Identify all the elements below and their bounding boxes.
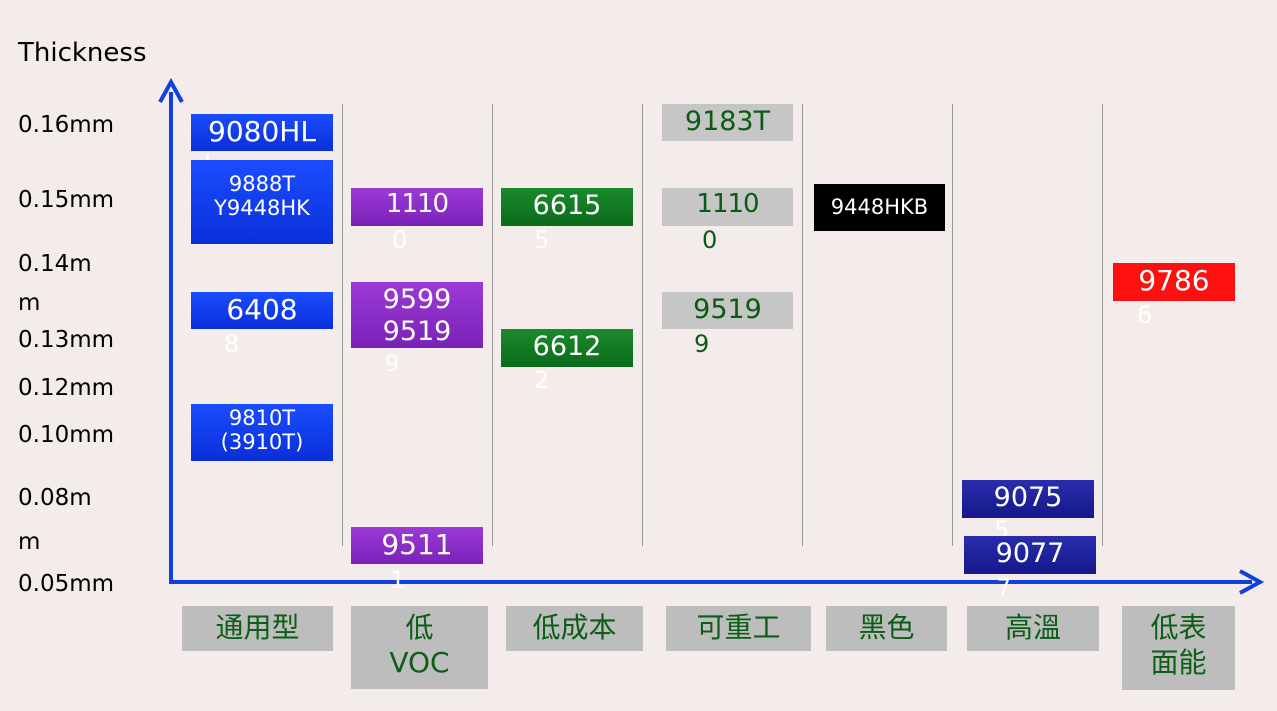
product-box: 1110 [351, 188, 483, 226]
column-divider [1102, 104, 1103, 546]
y-label: 0.16mm [18, 112, 115, 138]
category-label: 黑色 [826, 606, 947, 651]
product-box: 6408 [191, 292, 333, 329]
category-label: 通用型 [182, 606, 333, 651]
product-box: 9786 [1113, 263, 1235, 301]
product-box: 9599 9519 [351, 282, 483, 348]
product-box-overflow: 7 [996, 574, 1012, 602]
product-box-overflow: 6 [1137, 301, 1153, 329]
product-box-overflow: 5 [534, 226, 550, 254]
product-box: 6612 [501, 329, 633, 367]
column-divider [342, 104, 343, 546]
product-box-overflow: 0 [702, 226, 718, 254]
product-box-overflow: 9 [385, 352, 399, 377]
product-box: 9519 [662, 292, 793, 329]
column-divider [802, 104, 803, 546]
product-box-overflow: 0 [392, 226, 408, 254]
column-divider [492, 104, 493, 546]
product-box-overflow: 8 [224, 330, 240, 358]
product-box-overflow: 2 [534, 366, 550, 394]
category-label: 高溫 [967, 606, 1099, 651]
product-box: 9810T (3910T) [191, 404, 333, 461]
product-box: 9888T Y9448HK [191, 160, 333, 244]
product-box-overflow: 9 [694, 330, 710, 358]
category-label: 低表 面能 [1122, 606, 1235, 690]
product-box: 9080HL [191, 114, 333, 151]
product-box: 9183T [662, 104, 793, 141]
product-box: 6615 [501, 188, 633, 226]
product-box: 9511 [351, 527, 483, 564]
product-box: 9448HKB [814, 184, 945, 231]
y-label: 0.13mm [18, 327, 115, 353]
y-label: 0.08m [18, 485, 92, 511]
y-label: 0.05mm [18, 571, 115, 597]
y-label: 0.15mm [18, 187, 115, 213]
product-box: 1110 [662, 188, 793, 226]
product-box: 9077 [964, 536, 1096, 574]
y-label: m [18, 529, 41, 555]
y-label: 0.14m [18, 251, 92, 277]
y-label: m [18, 290, 41, 316]
category-label: 低成本 [506, 606, 643, 651]
y-label: 0.12mm [18, 375, 115, 401]
axis-title: Thickness [18, 38, 147, 68]
column-divider [952, 104, 953, 546]
category-label: 可重工 [666, 606, 811, 651]
product-box: 9075 [962, 480, 1094, 518]
column-divider [642, 104, 643, 546]
category-label: 低 VOC [351, 606, 488, 689]
y-label: 0.10mm [18, 422, 115, 448]
product-box-overflow: 1 [390, 566, 406, 594]
